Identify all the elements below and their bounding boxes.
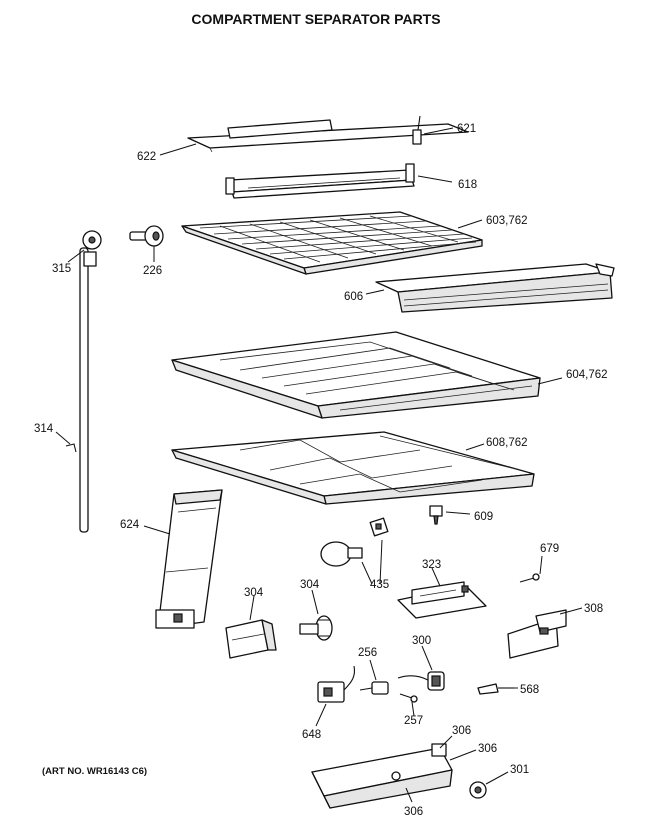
label-315: 315 [52, 263, 71, 275]
label-304a: 304 [244, 587, 264, 599]
label-306b: 306 [478, 743, 497, 755]
diagram-title: COMPARTMENT SEPARATOR PARTS [191, 11, 440, 27]
leader-606 [365, 289, 385, 295]
label-301: 301 [510, 764, 529, 776]
leader-306c [405, 787, 413, 803]
label-618: 618 [458, 179, 477, 191]
label-257: 257 [404, 715, 423, 727]
part-679-screw [519, 573, 540, 583]
leader-604 [537, 377, 563, 385]
part-621-wire [412, 115, 422, 145]
part-256-plug [359, 681, 389, 695]
label-608: 608,762 [486, 437, 528, 449]
part-435-bulb [320, 517, 389, 567]
label-323: 323 [422, 559, 441, 571]
label-609: 609 [474, 511, 493, 523]
part-308-plate [507, 609, 567, 659]
leader-314 [55, 431, 71, 445]
part-604-pan [171, 331, 541, 419]
part-323-bracket [397, 581, 487, 619]
leader-304b [311, 589, 319, 615]
part-606-trim [375, 263, 615, 313]
part-301-nut [469, 781, 487, 799]
label-603: 603,762 [486, 215, 528, 227]
leader-679 [539, 555, 543, 575]
label-300: 300 [412, 635, 431, 647]
label-306c: 306 [404, 806, 423, 818]
part-618-rail [225, 163, 415, 199]
label-621: 621 [457, 123, 476, 135]
part-603-grille-shelf [181, 211, 483, 275]
part-622-cover [187, 119, 469, 153]
label-568: 568 [520, 684, 539, 696]
label-622: 622 [137, 151, 156, 163]
leader-608 [465, 443, 485, 451]
leader-622 [159, 143, 197, 156]
leader-256 [369, 659, 377, 681]
part-304-block [225, 619, 277, 659]
part-300-connector [397, 671, 445, 691]
label-308: 308 [584, 603, 603, 615]
leader-304a [249, 595, 255, 621]
label-604: 604,762 [566, 369, 608, 381]
leader-308 [559, 607, 583, 615]
part-568-screw [477, 683, 514, 695]
leader-624 [143, 525, 171, 535]
leader-603 [457, 219, 483, 229]
leader-435 [361, 539, 383, 585]
label-679: 679 [540, 543, 559, 555]
label-304b: 304 [300, 579, 320, 591]
part-304-knob [299, 615, 333, 641]
part-315-rod [79, 230, 102, 533]
label-435: 435 [370, 579, 389, 591]
part-648-switch [317, 665, 356, 703]
leader-306a [439, 735, 453, 749]
part-257-screw [399, 693, 418, 703]
art-number: (ART NO. WR16143 C6) [42, 766, 147, 777]
part-609-fastener [429, 505, 443, 525]
label-606: 606 [344, 291, 363, 303]
leader-609 [445, 511, 471, 515]
leader-621 [423, 127, 454, 135]
part-624-channel [155, 489, 223, 629]
leader-301 [485, 771, 509, 785]
label-306a: 306 [452, 725, 471, 737]
label-226: 226 [143, 265, 162, 277]
label-256: 256 [358, 647, 377, 659]
leader-306b [449, 749, 477, 761]
part-226-socket [129, 225, 164, 247]
leader-323 [431, 567, 441, 587]
part-608-pan [171, 431, 535, 505]
label-648: 648 [302, 729, 321, 741]
leader-300 [421, 645, 433, 671]
part-306-housing [311, 743, 453, 809]
leader-648 [315, 703, 327, 727]
leader-618 [417, 175, 453, 183]
leader-257 [411, 701, 415, 717]
label-314: 314 [34, 423, 54, 435]
part-314-clip [65, 443, 77, 453]
leader-315 [67, 249, 85, 263]
label-624: 624 [120, 519, 140, 531]
